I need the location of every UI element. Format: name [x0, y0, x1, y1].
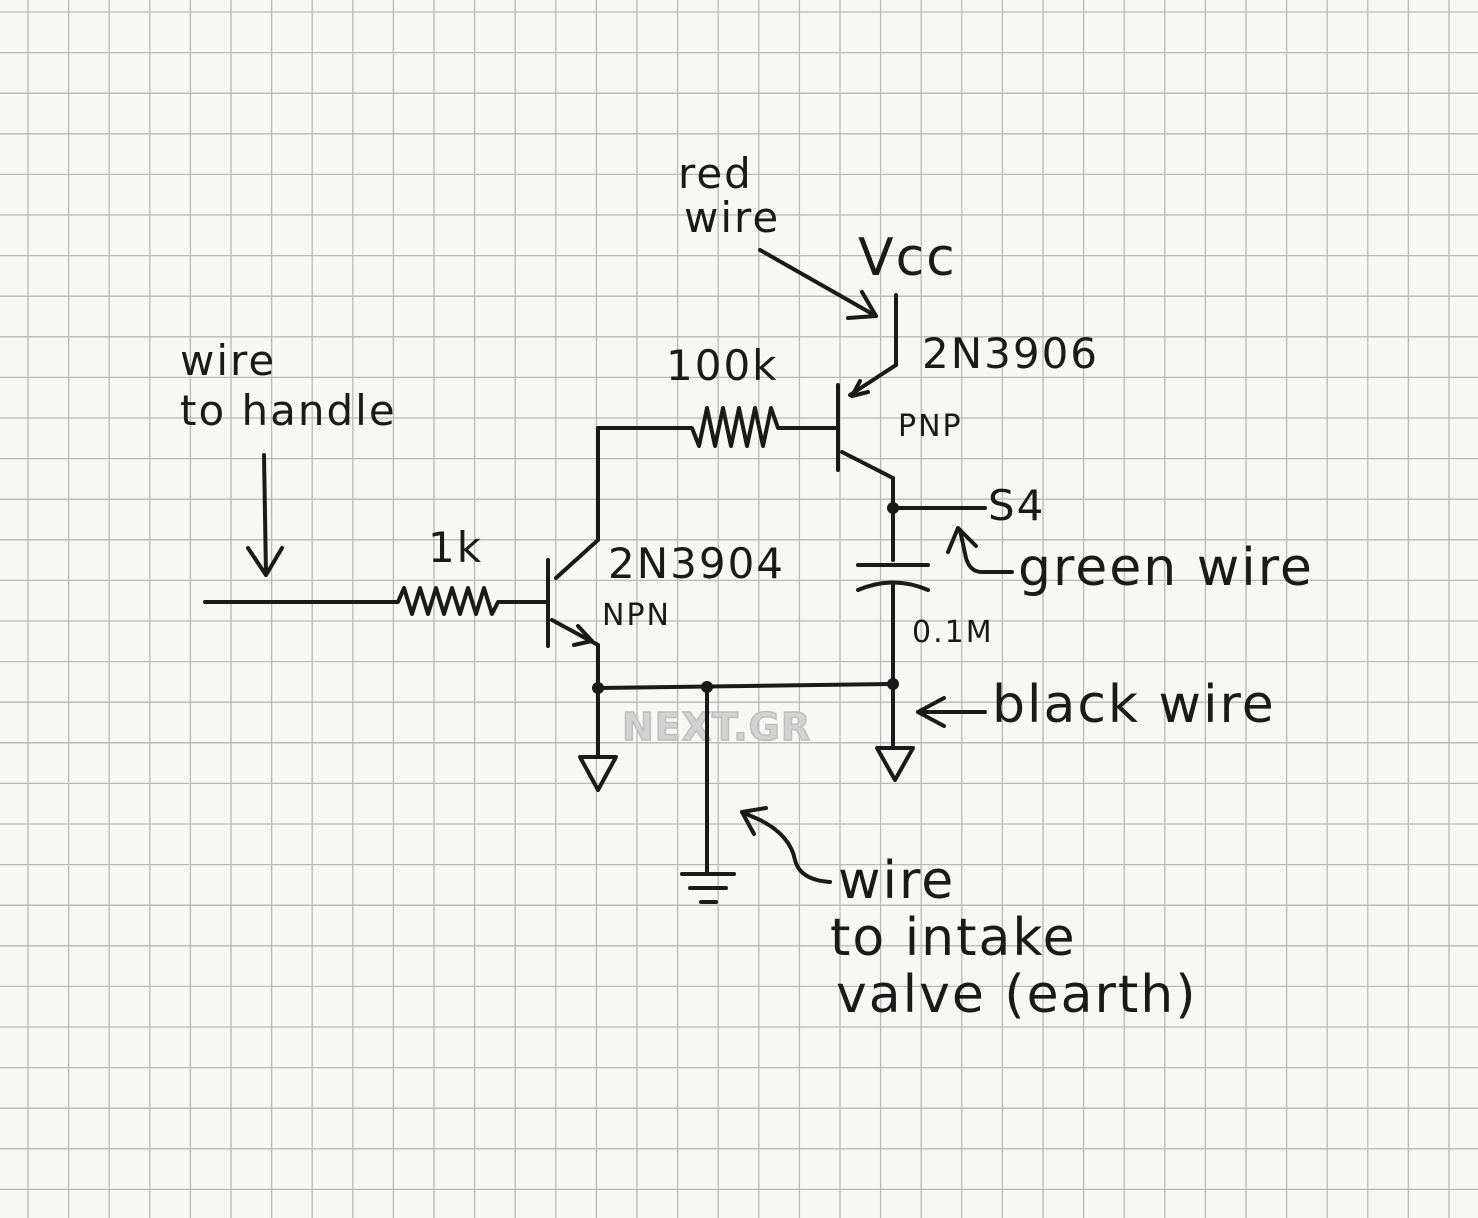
black-arrow-head	[916, 696, 946, 728]
resistor-1k-zigzag	[203, 586, 550, 616]
intake-arrow-head	[740, 806, 768, 836]
s4-label: S4	[988, 481, 1045, 530]
intake-label-line3: valve (earth)	[836, 965, 1198, 1025]
pnp-transistor	[836, 293, 898, 510]
pnp-emitter-lead	[848, 363, 898, 397]
green-arrow-head	[946, 526, 978, 554]
intake-label-line2: to intake	[830, 908, 1077, 968]
bus-junction-right	[887, 678, 899, 690]
npn-type-label: NPN	[602, 598, 671, 633]
right-ground-icon	[875, 746, 915, 782]
red-wire-arrow-icon	[758, 248, 878, 320]
red-wire-arrow-head	[846, 290, 878, 320]
green-arrow-shaft	[958, 528, 1014, 574]
red-wire-label-line1: red	[678, 149, 753, 198]
npn-collector-lead	[554, 538, 600, 580]
black-wire-arrow-icon	[916, 696, 987, 728]
intake-wire-arrow-icon	[740, 806, 832, 884]
left-ground-icon	[578, 755, 618, 792]
resistor-100k-label: 100k	[666, 341, 779, 390]
intake-arrow-shaft	[740, 810, 832, 884]
handle-arrow-shaft	[262, 453, 268, 577]
handle-arrow-head	[246, 546, 284, 577]
pnp-part-label: 2N3906	[922, 329, 1099, 378]
handle-wire-arrow-icon	[246, 453, 284, 577]
handle-label-line2: to handle	[180, 386, 397, 435]
capacitor-value-label: 0.1M	[912, 615, 994, 650]
red-wire-arrow-shaft	[758, 248, 878, 318]
resistor-1k	[203, 586, 550, 616]
pnp-type-label: PNP	[898, 409, 963, 444]
npn-emitter-arrow-icon	[572, 624, 594, 647]
resistor-1k-label: 1k	[428, 523, 483, 572]
vcc-label: Vcc	[858, 228, 957, 288]
red-wire-label-line2: wire	[684, 193, 780, 242]
green-wire-arrow-icon	[946, 526, 1014, 574]
pnp-emitter-arrow-icon	[850, 379, 870, 398]
ground-bus-wire	[596, 682, 895, 690]
intake-label-line1: wire	[838, 851, 955, 911]
resistor-100k	[596, 406, 840, 448]
handle-label-line1: wire	[180, 336, 276, 385]
green-wire-label: green wire	[1018, 538, 1314, 598]
watermark-text: NEXT.GR	[622, 705, 811, 749]
black-wire-label: black wire	[992, 675, 1276, 735]
npn-part-label: 2N3904	[608, 539, 785, 588]
earth-ground-icon	[680, 872, 736, 904]
resistor-100k-zigzag	[596, 406, 840, 448]
pnp-collector-lead	[840, 450, 895, 480]
